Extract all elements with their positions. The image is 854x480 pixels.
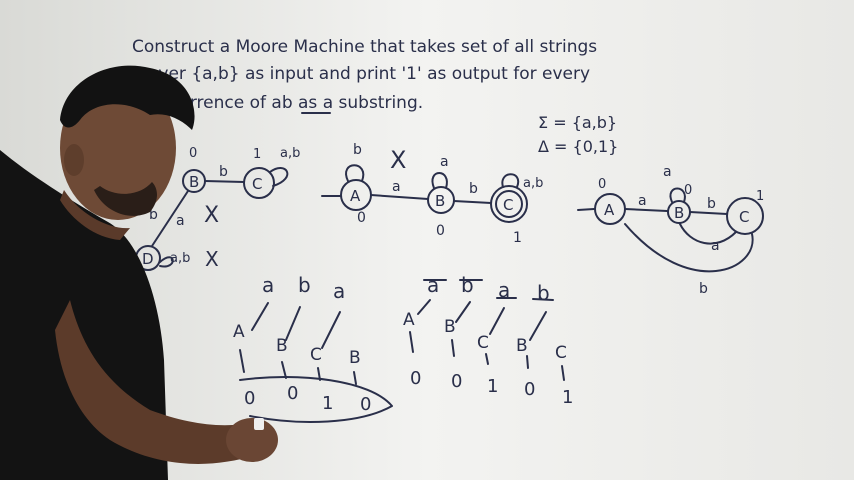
delta-set: Δ = {0,1} — [538, 137, 618, 156]
trace1-input-3: a — [333, 279, 345, 303]
trace-2-arrows — [409, 279, 565, 381]
label-ab-c-left: a,b — [280, 146, 300, 161]
state-b-left-label: B — [189, 173, 199, 191]
output-b-middle: 0 — [436, 223, 445, 239]
trace-1-arrows — [239, 302, 393, 423]
presenter-arm — [55, 300, 270, 464]
cross-mark-2: X — [205, 247, 219, 271]
trace2-input-3: a — [498, 278, 510, 302]
loop-b-right — [669, 187, 686, 203]
state-c-right-label: C — [739, 208, 749, 226]
trace1-output-1: 0 — [244, 388, 255, 409]
trace2-input-4: b — [537, 281, 550, 305]
state-a-right-label: A — [604, 201, 615, 219]
state-c-middle-inner — [495, 190, 523, 218]
trace1-output-4: 0 — [360, 394, 371, 415]
loop-d-left — [159, 256, 174, 268]
state-c-middle — [490, 185, 528, 223]
trace2-state-4: B — [516, 336, 528, 356]
state-c-right — [726, 197, 764, 235]
output-a-right: 0 — [598, 177, 606, 192]
state-c-middle-label: C — [503, 196, 513, 214]
trace-1: a b a A B C B 0 0 1 0 — [233, 273, 371, 415]
label-b2-left: b — [149, 207, 158, 223]
state-a-middle-label: A — [350, 187, 361, 205]
trace2-state-3: C — [477, 333, 489, 353]
trace1-output-2: 0 — [287, 383, 298, 404]
label-b-left: b — [219, 164, 228, 180]
label-a-loop-middle: a — [440, 154, 449, 170]
trace1-input-1: a — [262, 273, 274, 297]
state-b-middle-label: B — [435, 192, 445, 210]
edge-b-d-left — [151, 190, 189, 247]
trace2-state-2: B — [444, 317, 456, 337]
cross-mark-1: X — [204, 203, 219, 228]
trace1-input-2: b — [298, 273, 311, 297]
presenter-hand — [226, 418, 278, 462]
label-a-edge-right: a — [638, 193, 647, 209]
trace2-output-3: 1 — [487, 376, 498, 397]
question-line-1: Construct a Moore Machine that takes set… — [132, 37, 597, 57]
marker — [254, 418, 264, 430]
trace2-state-1: A — [403, 310, 415, 330]
loop-c-middle — [501, 173, 520, 188]
label-a-edge-middle: a — [392, 179, 401, 195]
edge-b-c-left — [204, 180, 245, 183]
output-b-right: 0 — [684, 183, 692, 198]
sigma-set: Σ = {a,b} — [538, 113, 617, 132]
trace1-state-3: C — [310, 345, 322, 365]
trace2-output-5: 1 — [562, 387, 573, 408]
loop-b-middle — [431, 172, 448, 189]
trace1-state-4: B — [349, 348, 361, 368]
trace2-output-2: 0 — [451, 371, 462, 392]
cross-mark-3: X — [390, 146, 406, 174]
edge-b-c-middle — [453, 200, 492, 204]
presenter — [0, 65, 278, 480]
trace1-state-1: A — [233, 322, 245, 342]
state-d-left-label: D — [142, 250, 154, 268]
state-c-left-label: C — [252, 175, 262, 193]
state-b-right-label: B — [674, 204, 684, 222]
start-arrow-right — [577, 208, 595, 211]
trace2-output-1: 0 — [410, 368, 421, 389]
label-ab-d-left: a,b — [170, 251, 190, 266]
label-a-left: a — [176, 213, 185, 229]
output-c-right: 1 — [756, 189, 764, 204]
label-ab-loop-middle: a,b — [523, 176, 543, 191]
label-b-edge-middle: b — [469, 181, 478, 197]
question-line-3: occurrence of ab as a substring. — [150, 93, 423, 113]
trace1-output-3: 1 — [322, 393, 333, 414]
trace2-input-2: b — [461, 273, 474, 297]
output-b-left: 0 — [189, 146, 197, 161]
state-c-left — [243, 167, 275, 199]
presenter-hair — [60, 65, 195, 130]
edge-b-c-right — [689, 211, 728, 215]
output-a-middle: 0 — [357, 210, 366, 226]
output-c-left: 1 — [253, 147, 261, 162]
label-a-return-right: a — [711, 238, 720, 254]
question-text: Construct a Moore Machine that takes set… — [132, 37, 597, 113]
label-b-edge-right: b — [707, 196, 716, 212]
label-b-return-right: b — [699, 281, 708, 297]
trace2-state-5: C — [555, 343, 567, 363]
edge-a-b-right — [624, 208, 668, 212]
edge-a-b-middle — [370, 194, 429, 200]
trace1-output-loop — [239, 376, 393, 423]
label-b-loop-middle: b — [353, 142, 362, 158]
question-line-2: over {a,b} as input and print '1' as out… — [148, 64, 590, 84]
edge-c-a-right — [624, 223, 754, 273]
loop-c-left — [269, 167, 289, 187]
loop-a-middle — [345, 164, 365, 182]
edge-c-b-right — [679, 223, 737, 245]
trace1-state-2: B — [276, 336, 288, 356]
trace2-input-1: a — [427, 273, 439, 297]
diagram-right: A B C a a b a b 0 0 1 — [577, 164, 764, 297]
diagram-middle: X A B C b a a b a,b 0 0 1 — [321, 142, 543, 246]
label-a-loop-right: a — [663, 164, 672, 180]
output-c-middle: 1 — [513, 230, 522, 246]
trace2-output-4: 0 — [524, 379, 535, 400]
